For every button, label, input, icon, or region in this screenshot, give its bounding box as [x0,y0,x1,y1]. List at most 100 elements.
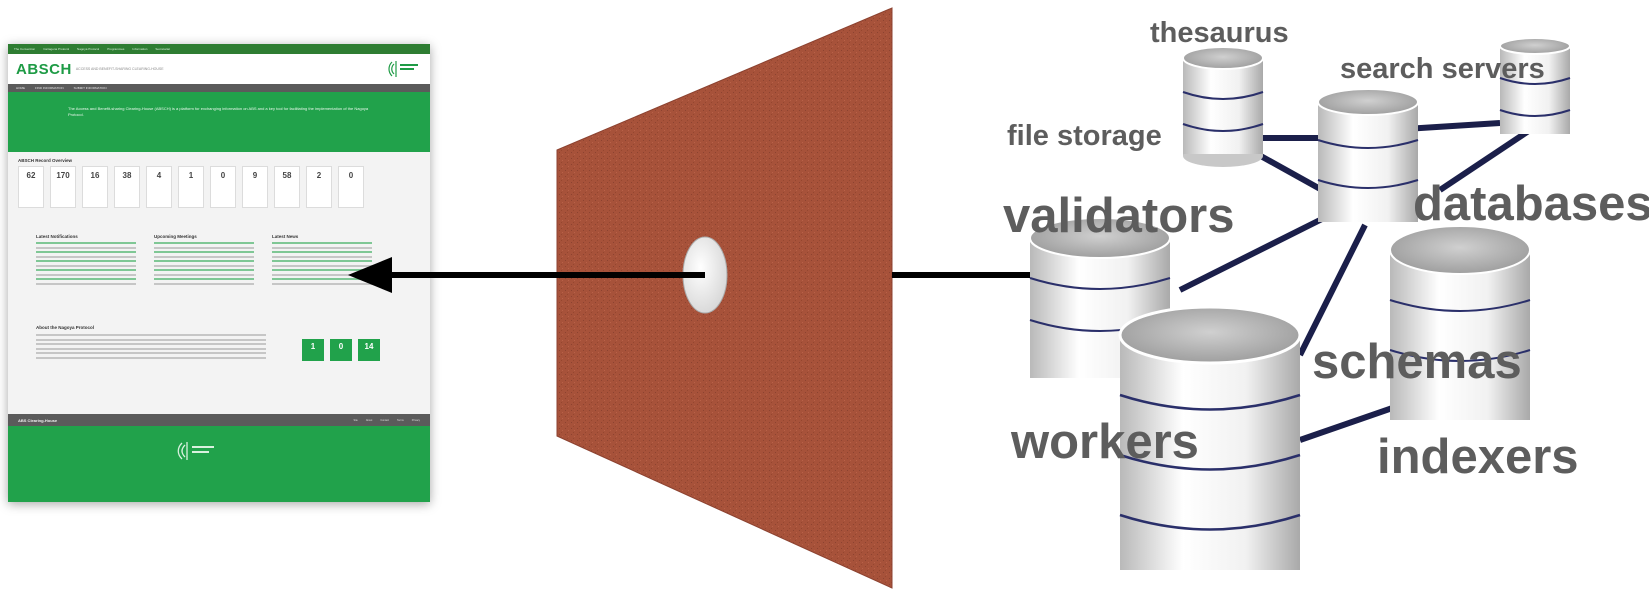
site-link-line[interactable] [272,242,372,244]
site-about-section: About the Nagoya Protocol 1 0 14 [8,287,430,361]
site-link-line[interactable] [36,278,136,280]
site-stat-number: 2 [316,171,322,180]
site-top-nav: The Convention Cartagena Protocol Nagoya… [8,44,430,54]
label-thesaurus: thesaurus [1150,17,1289,49]
site-text-line [36,264,136,267]
site-count-tile[interactable]: 14 [358,339,380,361]
site-text-line [36,338,266,341]
site-stat-card[interactable]: 0 [338,166,364,208]
site-footer-green [8,426,430,502]
site-stat-number: 58 [282,171,292,180]
site-count-number: 14 [364,342,374,351]
site-top-nav-item[interactable]: Programmes [107,47,125,51]
site-link-line[interactable] [36,251,136,253]
site-stat-card[interactable]: 170 [50,166,76,208]
label-file-storage: file storage [1007,120,1162,152]
site-text-line [272,255,372,258]
site-link-line[interactable] [154,278,254,280]
site-footer-link[interactable]: Privacy [411,418,420,422]
site-footer-links: Site About Contact Terms Privacy [354,419,421,422]
site-stat-card[interactable]: 38 [114,166,140,208]
site-hero-text: The Access and Benefit-sharing Clearing-… [68,106,369,117]
site-link-line[interactable] [272,251,372,253]
site-text-line [154,255,254,258]
site-link-line[interactable] [272,278,372,280]
site-column-heading: Latest Notifications [36,234,78,239]
site-link-line[interactable] [272,260,372,262]
site-top-nav-item[interactable]: Cartagena Protocol [43,47,70,51]
site-link-line[interactable] [36,242,136,244]
site-text-line [36,347,266,350]
site-text-line [36,282,136,285]
site-hero-banner: The Access and Benefit-sharing Clearing-… [8,92,430,152]
site-menu-item[interactable]: SUBMIT INFORMATION [73,86,107,90]
site-link-line[interactable] [36,269,136,271]
database-cylinder-hub [1317,88,1419,222]
site-count-number: 0 [338,342,344,351]
site-overview-title: ABSCH Record Overview [18,158,73,163]
firewall-wall [556,7,893,589]
site-text-line [272,282,372,285]
site-text-line [154,282,254,285]
site-footer-link[interactable]: Terms [396,418,404,422]
site-stat-card[interactable]: 0 [210,166,236,208]
site-stat-number: 0 [220,171,226,180]
site-stat-number: 9 [252,171,258,180]
link-hub-validators [1178,207,1342,293]
site-link-line[interactable] [154,260,254,262]
site-text-line [272,273,372,276]
site-top-nav-item[interactable]: The Convention [14,47,36,51]
site-stat-card[interactable]: 4 [146,166,172,208]
site-stat-number: 0 [348,171,354,180]
database-cylinder-schemas [1389,225,1531,420]
site-text-line [36,352,266,354]
database-cylinder-search-servers [1499,37,1571,134]
site-menu-item[interactable]: HOME [16,86,25,90]
site-top-nav-item[interactable]: Secretariat [155,47,170,51]
site-column-heading: Latest News [272,234,299,239]
site-link-line[interactable] [272,269,372,271]
site-text-line [36,255,136,258]
cbd-footer-logo-icon [177,442,214,460]
site-top-nav-item[interactable]: Information [132,47,148,51]
label-workers: workers [1010,415,1199,469]
site-count-tile[interactable]: 1 [302,339,324,361]
site-link-line[interactable] [154,269,254,271]
site-footer-link[interactable]: Site [353,418,358,422]
site-brand-subtitle: ACCESS AND BENEFIT-SHARING CLEARING-HOUS… [75,67,164,71]
site-stat-number: 38 [122,171,132,180]
site-stat-number: 16 [90,171,100,180]
site-stat-card[interactable]: 16 [82,166,108,208]
site-stat-card[interactable]: 62 [18,166,44,208]
site-stat-card[interactable]: 9 [242,166,268,208]
site-top-nav-item[interactable]: Nagoya Protocol [77,47,100,51]
site-stat-number: 62 [26,171,36,180]
site-count-tile[interactable]: 0 [330,339,352,361]
site-link-line[interactable] [36,260,136,262]
site-footer-link[interactable]: About [365,418,373,422]
label-search-servers: search servers [1340,53,1545,85]
site-text-line [272,246,372,249]
label-databases: databases [1413,177,1649,231]
label-indexers: indexers [1377,430,1579,484]
site-stat-card[interactable]: 2 [306,166,332,208]
site-stat-number: 1 [188,171,194,180]
site-text-line [154,264,254,267]
site-link-line[interactable] [154,251,254,253]
site-column-notifications: Latest Notifications [36,234,136,287]
site-stat-card[interactable]: 58 [274,166,300,208]
site-about-heading: About the Nagoya Protocol [36,325,95,330]
site-menu-item[interactable]: FIND INFORMATION [35,86,64,90]
site-brand-logo-text[interactable]: ABSCH [16,60,72,78]
site-footer-link[interactable]: Contact [380,418,389,422]
site-footer-bar: ABS Clearing-House Site About Contact Te… [8,414,430,426]
arrow-head-icon [348,257,392,293]
label-schemas: schemas [1312,335,1522,389]
site-link-line[interactable] [154,242,254,244]
site-stat-card[interactable]: 1 [178,166,204,208]
database-cylinder-file-storage [1182,46,1264,167]
site-column-heading: Upcoming Meetings [154,234,197,239]
site-text-line [36,246,136,249]
site-news-columns: Latest Notifications Upcoming Meetings L… [8,208,430,287]
